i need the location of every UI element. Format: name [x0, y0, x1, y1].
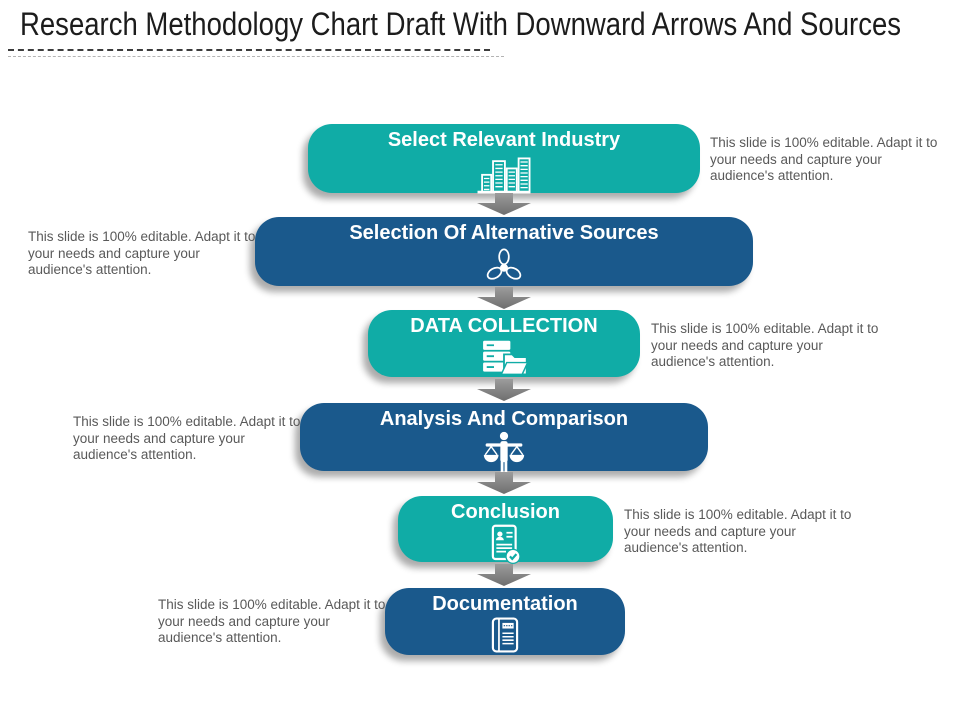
title-underline-light — [8, 56, 504, 57]
step-label: Analysis And Comparison — [379, 408, 629, 430]
down-arrow-icon — [477, 564, 531, 586]
book-icon — [486, 616, 524, 654]
step-select-relevant-industry: Select Relevant Industry — [308, 124, 700, 194]
down-arrow-icon — [477, 193, 531, 215]
step-documentation: Documentation — [385, 588, 625, 655]
step-description: This slide is 100% editable. Adapt it to… — [651, 321, 879, 369]
down-arrow-icon — [477, 472, 531, 494]
scales-icon — [479, 431, 529, 475]
step-description: This slide is 100% editable. Adapt it to… — [158, 597, 386, 645]
propeller-icon — [482, 245, 526, 287]
step-label: Conclusion — [451, 501, 560, 523]
report-check-icon — [486, 524, 526, 566]
step-selection-of-alternative-sources: Selection Of Alternative Sources — [255, 217, 753, 286]
step-description: This slide is 100% editable. Adapt it to… — [73, 414, 301, 462]
step-data-collection: DATA COLLECTION — [368, 310, 640, 377]
step-conclusion: Conclusion — [398, 496, 613, 565]
step-label: Selection Of Alternative Sources — [349, 222, 659, 244]
step-description: This slide is 100% editable. Adapt it to… — [28, 229, 256, 277]
down-arrow-icon — [477, 287, 531, 309]
step-label: Select Relevant Industry — [387, 129, 621, 151]
buildings-icon — [473, 152, 535, 194]
slide-title: Research Methodology Chart Draft With Do… — [20, 6, 902, 42]
step-description: This slide is 100% editable. Adapt it to… — [710, 135, 938, 183]
step-description: This slide is 100% editable. Adapt it to… — [624, 507, 852, 555]
server-folder-icon — [477, 338, 531, 378]
step-label: DATA COLLECTION — [410, 315, 598, 337]
step-analysis-and-comparison: Analysis And Comparison — [300, 403, 708, 474]
down-arrow-icon — [477, 379, 531, 401]
step-label: Documentation — [432, 593, 578, 615]
title-underline-dark — [8, 49, 490, 51]
